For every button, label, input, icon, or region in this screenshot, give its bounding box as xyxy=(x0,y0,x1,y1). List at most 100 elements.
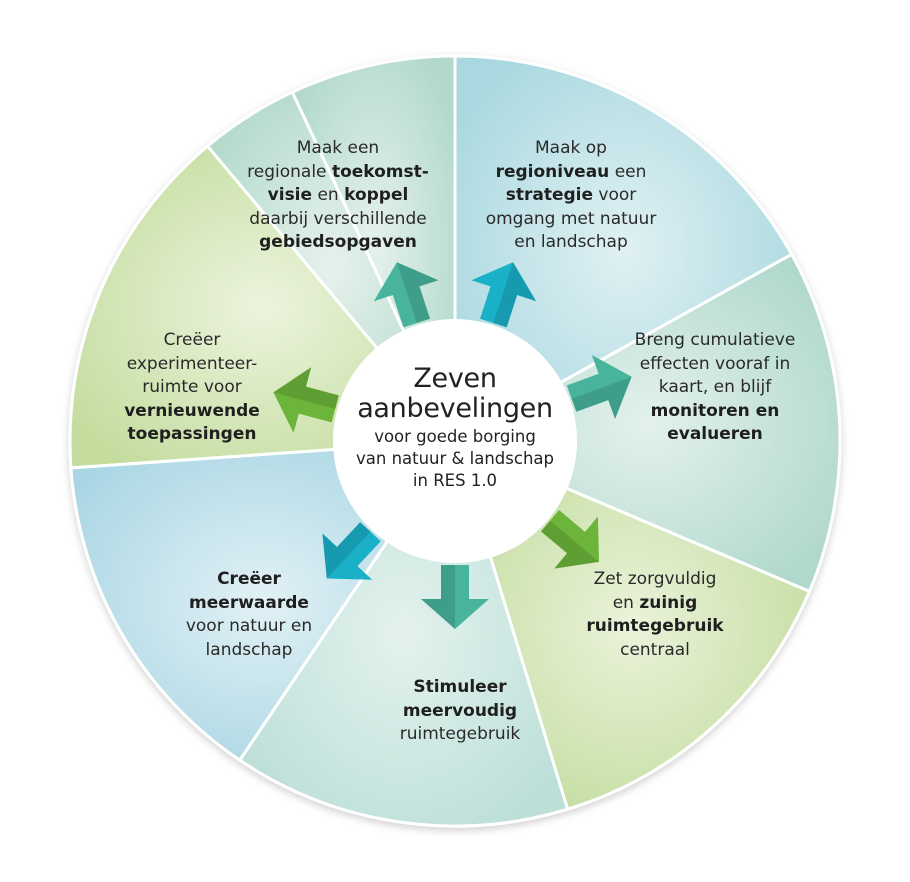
recommendation-top-left: Maak een regionale toekomst-visie en kopp… xyxy=(243,137,433,255)
bold-phrase: toepassingen xyxy=(127,424,257,444)
recommendation-line: Stimuleer xyxy=(365,676,555,700)
arrow-shade xyxy=(571,376,632,419)
bold-phrase: evalueren xyxy=(667,424,763,444)
center-label: Zeven aanbevelingen voor goede borging v… xyxy=(335,364,575,492)
text-run: Zet zorgvuldig xyxy=(593,569,717,589)
recommendation-line: vernieuwende xyxy=(97,400,287,424)
recommendation-line: Breng cumulatieve xyxy=(620,329,810,353)
text-run: regionale xyxy=(247,161,332,182)
recommendation-line: en zuinig xyxy=(560,592,750,616)
arrow-right-icon xyxy=(566,355,632,419)
bold-phrase: visie xyxy=(267,185,313,205)
text-run: centraal xyxy=(620,639,690,660)
bold-phrase: meervoudig xyxy=(402,700,518,721)
center-subtitle-line-2: van natuur & landschap xyxy=(355,449,554,468)
arrow-shade xyxy=(322,522,371,579)
text-run: kaart, en blijf xyxy=(658,377,772,397)
recommendation-line: regioniveau een xyxy=(476,161,666,185)
text-run: Maak een xyxy=(296,138,380,158)
center-title: Zeven aanbevelingen xyxy=(335,364,575,424)
bold-phrase: gebiedsopgaven xyxy=(259,232,417,252)
recommendation-line: centraal xyxy=(560,639,750,663)
text-run: Creëer xyxy=(163,330,221,350)
recommendation-line: omgang met natuur xyxy=(476,208,666,232)
recommendation-line: monitoren en xyxy=(620,400,810,424)
center-circle xyxy=(333,319,577,563)
recommendation-line: ruimte voor xyxy=(97,376,287,400)
bold-phrase: meerwaarde xyxy=(189,592,309,613)
arrow-shape xyxy=(471,262,537,328)
wheel-outer-ring xyxy=(69,55,841,827)
bold-phrase: zuinig xyxy=(639,592,698,613)
center-subtitle-line-1: voor goede borging xyxy=(374,427,536,446)
recommendation-line: landschap xyxy=(154,639,344,663)
arrow-bottom-right-icon xyxy=(540,509,600,569)
text-run: landschap xyxy=(205,639,293,660)
center-subtitle: voor goede borging van natuur & landscha… xyxy=(335,426,575,492)
text-run: en landschap xyxy=(514,232,628,252)
bold-phrase: koppel xyxy=(344,185,409,205)
recommendation-line: strategie voor xyxy=(476,184,666,208)
recommendation-line: gebiedsopgaven xyxy=(243,231,433,255)
recommendation-line: Zet zorgvuldig xyxy=(560,568,750,592)
arrow-shape xyxy=(566,355,632,419)
arrow-top-right-icon xyxy=(471,262,537,328)
arrow-shape xyxy=(540,509,600,569)
arrow-bottom-icon xyxy=(421,565,489,629)
text-run: daarbij verschillende xyxy=(249,208,427,229)
arrow-top-left-icon xyxy=(373,262,439,328)
text-run: experimenteer- xyxy=(126,353,258,374)
recommendation-line: toepassingen xyxy=(97,423,287,447)
recommendation-line: ruimtegebruik xyxy=(560,615,750,639)
arrow-bottom-left-icon xyxy=(322,522,381,580)
text-run: effecten vooraf in xyxy=(639,353,791,374)
recommendation-line: en landschap xyxy=(476,231,666,255)
bold-phrase: regioniveau xyxy=(495,161,610,182)
arrow-shape xyxy=(322,522,381,580)
recommendation-line: Maak een xyxy=(243,137,433,161)
text-run: ruimte voor xyxy=(142,377,242,397)
recommendation-line: Creëer xyxy=(97,329,287,353)
bold-phrase: Creëer xyxy=(217,569,281,589)
text-run: een xyxy=(609,161,647,182)
arrow-shape xyxy=(273,367,339,433)
recommendation-line: effecten vooraf in xyxy=(620,353,810,377)
bold-phrase: toekomst- xyxy=(331,161,429,182)
text-run: voor xyxy=(593,185,637,205)
recommendation-line: meervoudig xyxy=(365,700,555,724)
recommendation-line: experimenteer- xyxy=(97,353,287,377)
arrow-shape xyxy=(373,262,439,328)
arrow-shape xyxy=(421,565,489,629)
center-title-line-1: Zeven xyxy=(413,363,497,394)
recommendation-line: ruimtegebruik xyxy=(365,723,555,747)
text-run: ruimtegebruik xyxy=(399,724,521,744)
arrow-shade xyxy=(421,565,455,629)
recommendation-left: Creëer experimenteer-ruimte voor vernieuwe… xyxy=(97,329,287,447)
text-run: omgang met natuur xyxy=(485,208,657,229)
bold-phrase: vernieuwende xyxy=(124,400,260,421)
bold-phrase: ruimtegebruik xyxy=(586,616,724,636)
recommendation-line: daarbij verschillende xyxy=(243,208,433,232)
arrow-shade xyxy=(396,262,439,324)
arrow-shade xyxy=(273,367,339,409)
recommendation-bottom-left: Creëer meerwaarde voor natuur en landschap xyxy=(154,568,344,662)
recommendation-line: kaart, en blijf xyxy=(620,376,810,400)
recommendation-line: Creëer xyxy=(154,568,344,592)
arrow-left-icon xyxy=(273,367,339,433)
bold-phrase: monitoren en xyxy=(650,400,780,421)
recommendation-line: visie en koppel xyxy=(243,184,433,208)
center-title-line-2: aanbevelingen xyxy=(357,393,553,424)
bold-phrase: strategie xyxy=(505,185,594,205)
recommendation-line: evalueren xyxy=(620,423,810,447)
recommendation-line: Maak op xyxy=(476,137,666,161)
arrow-shade xyxy=(540,520,600,569)
text-run: voor natuur en xyxy=(185,616,313,636)
recommendation-line: regionale toekomst- xyxy=(243,161,433,185)
text-run: en xyxy=(312,185,345,205)
